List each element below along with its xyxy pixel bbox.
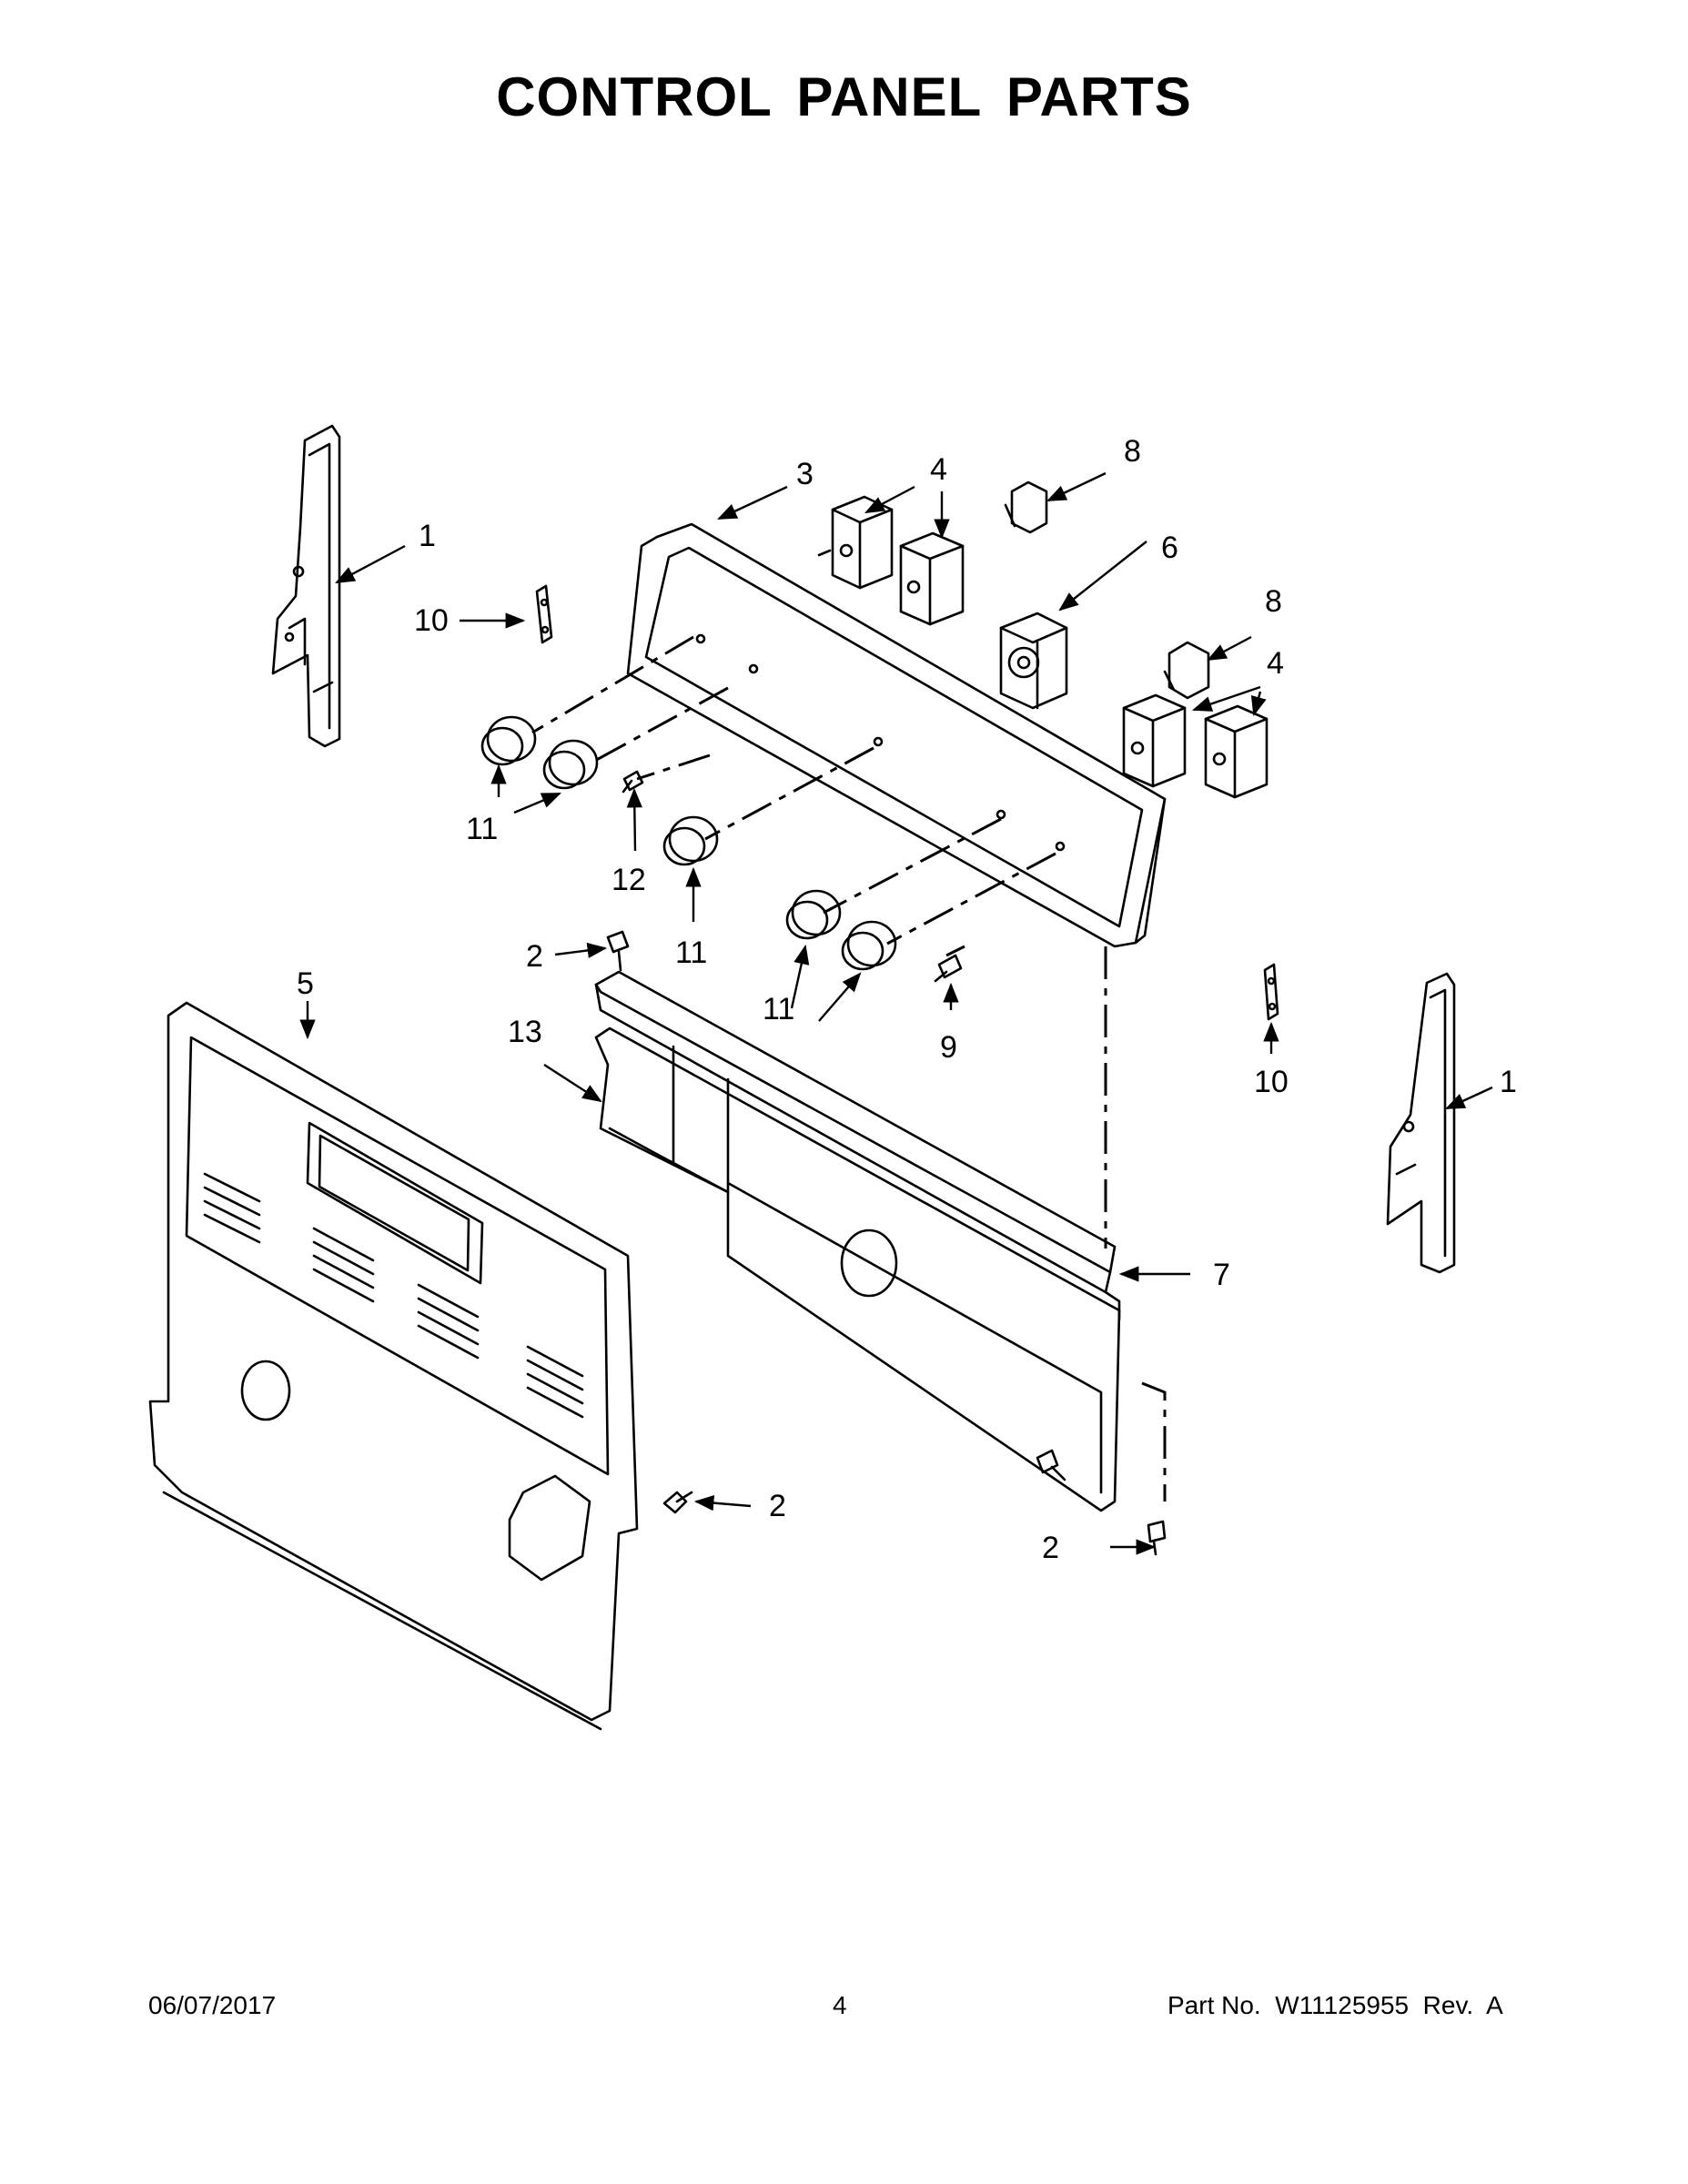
callout-4-lower: 4 bbox=[1267, 646, 1284, 681]
callout-5: 5 bbox=[297, 966, 314, 1001]
switch-lower-a bbox=[1122, 693, 1187, 788]
side-trim-left bbox=[271, 424, 341, 748]
callout-2-top: 2 bbox=[526, 939, 543, 974]
switch-lower-b bbox=[1204, 704, 1269, 799]
callout-6: 6 bbox=[1161, 531, 1178, 565]
indicator-switch-top bbox=[1004, 480, 1048, 534]
clip-left bbox=[535, 584, 553, 644]
footer-part-number: Part No. W11125955 Rev. A bbox=[1167, 1991, 1503, 2019]
screw-2-lower-mid bbox=[1036, 1449, 1066, 1481]
callout-11-a: 11 bbox=[466, 812, 498, 846]
footer-page-number: 4 bbox=[833, 1991, 847, 2019]
leader-arrows bbox=[299, 471, 1493, 1555]
callout-8-lower: 8 bbox=[1265, 584, 1282, 619]
screw-9 bbox=[934, 954, 963, 983]
clip-right bbox=[1263, 963, 1279, 1021]
screw-2-lower-left bbox=[662, 1491, 693, 1514]
switch-top-a bbox=[817, 495, 894, 590]
side-trim-right bbox=[1386, 972, 1456, 1274]
alignment-lines bbox=[531, 635, 1167, 1502]
callout-11-c: 11 bbox=[763, 992, 794, 1026]
callout-2-lower-left: 2 bbox=[769, 1489, 786, 1523]
screw-2-top bbox=[606, 930, 630, 972]
callout-3: 3 bbox=[796, 457, 814, 491]
rear-panel bbox=[148, 1001, 639, 1731]
callout-7: 7 bbox=[1213, 1258, 1230, 1292]
knobs bbox=[480, 715, 897, 971]
callout-labels: 1 10 3 4 8 6 8 4 11 12 11 11 9 2 5 13 7 … bbox=[297, 434, 1517, 1565]
screw-12 bbox=[622, 770, 644, 794]
backguard-support bbox=[594, 970, 1121, 1512]
callout-13: 13 bbox=[508, 1015, 542, 1049]
clock-module bbox=[999, 612, 1068, 710]
callout-10-left: 10 bbox=[414, 603, 449, 638]
callout-12: 12 bbox=[612, 863, 646, 897]
callout-2-lower-right: 2 bbox=[1042, 1531, 1059, 1565]
callout-4-top: 4 bbox=[930, 452, 947, 487]
callout-10-right: 10 bbox=[1254, 1065, 1289, 1099]
footer-date: 06/07/2017 bbox=[148, 1991, 277, 2019]
callout-1-left: 1 bbox=[419, 519, 436, 553]
switch-top-b bbox=[899, 531, 965, 626]
console-panel bbox=[626, 522, 1167, 948]
callout-9: 9 bbox=[940, 1030, 957, 1065]
page-title: CONTROL PANEL PARTS bbox=[496, 66, 1192, 127]
callout-8-top: 8 bbox=[1124, 434, 1141, 469]
callout-11-b: 11 bbox=[675, 935, 707, 970]
screw-2-lower-right bbox=[1147, 1520, 1167, 1556]
indicator-switch-lower bbox=[1163, 641, 1210, 700]
callout-1-right: 1 bbox=[1500, 1065, 1517, 1099]
